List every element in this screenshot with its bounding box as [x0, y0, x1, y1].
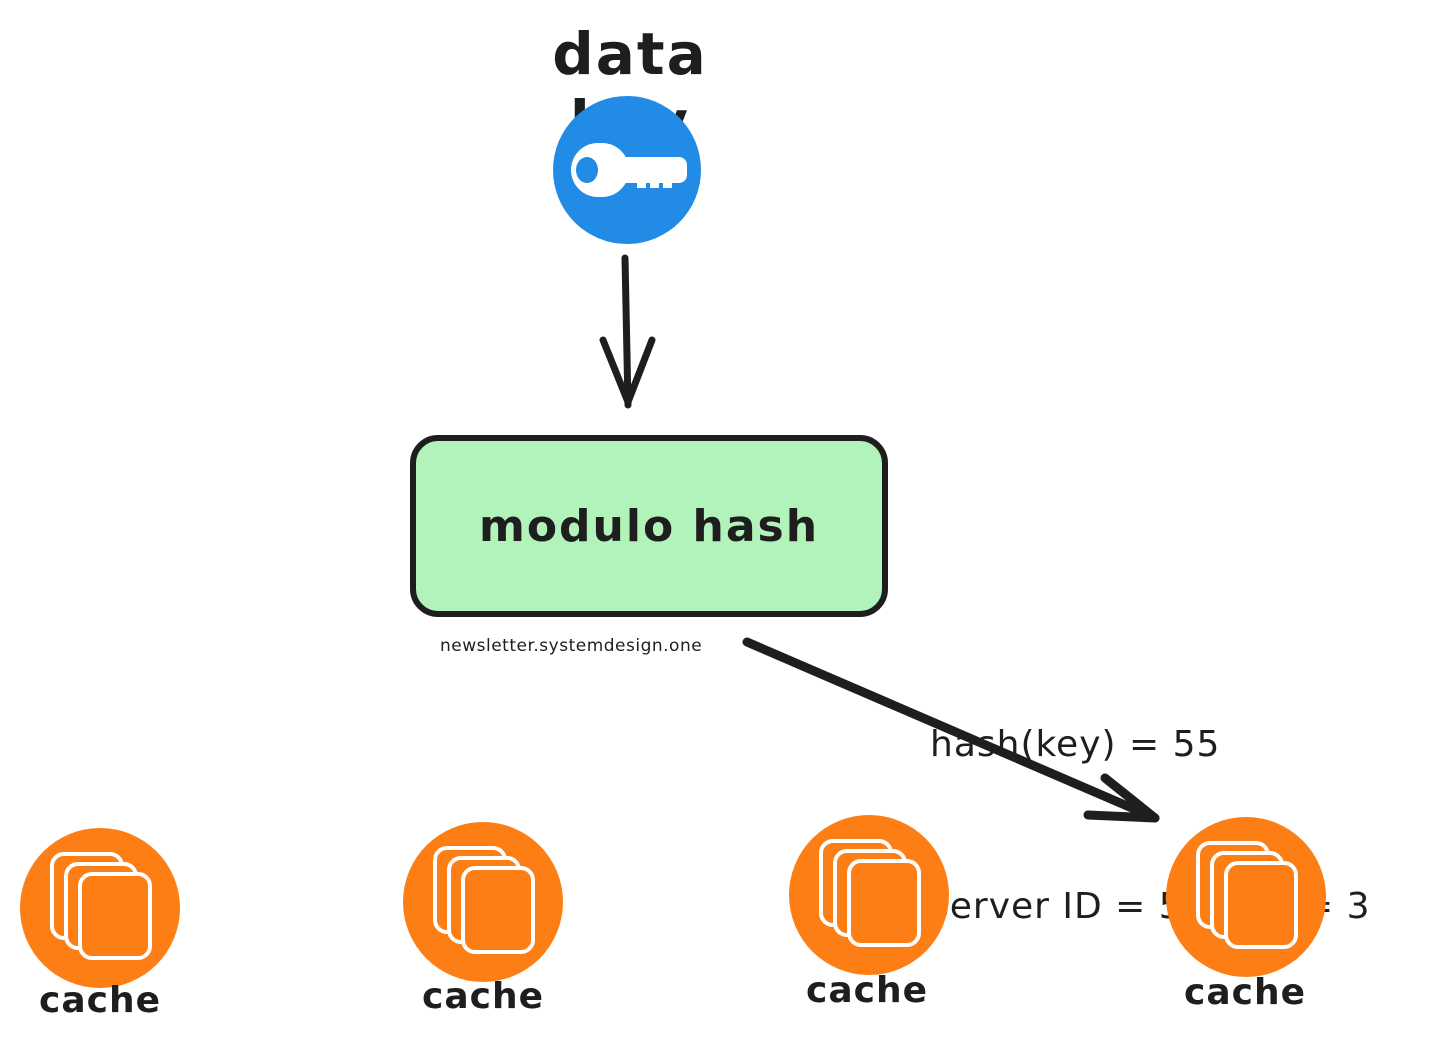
- cache-node-3: [1166, 817, 1326, 977]
- stacked-pages-icon: [819, 839, 921, 947]
- modulo-hash-box: modulo hash: [410, 435, 888, 617]
- key-icon: [571, 143, 687, 197]
- cache-label-2: cache: [805, 970, 929, 1011]
- arrow-key-to-hash: [599, 254, 656, 409]
- modulo-hash-label: modulo hash: [478, 500, 820, 552]
- cache-node-2: [789, 815, 949, 975]
- cache-label-3: cache: [1183, 972, 1307, 1013]
- cache-node-1: [403, 822, 563, 982]
- cache-label-0: cache: [38, 980, 162, 1021]
- stacked-pages-icon: [433, 846, 535, 954]
- calc-line-hash: hash(key) = 55: [930, 724, 1221, 765]
- stacked-pages-icon: [1196, 841, 1298, 949]
- cache-label-1: cache: [421, 976, 545, 1017]
- credit-text: newsletter.systemdesign.one: [440, 636, 703, 656]
- stacked-pages-icon: [50, 852, 152, 960]
- key-node: [553, 96, 701, 244]
- cache-node-0: [20, 828, 180, 988]
